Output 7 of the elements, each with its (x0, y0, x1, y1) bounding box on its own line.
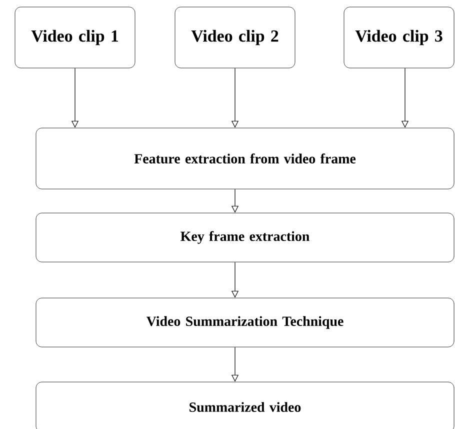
input-box: Video clip 1 (14, 6, 136, 68)
input-box: Video clip 3 (344, 6, 454, 68)
process-box: Video Summarization Technique (36, 298, 454, 348)
input-box: Video clip 2 (174, 6, 296, 68)
process-box: Feature extraction from video frame (36, 128, 454, 190)
output-box: Summarized video (36, 382, 454, 429)
process-box: Key frame extraction (36, 212, 454, 262)
